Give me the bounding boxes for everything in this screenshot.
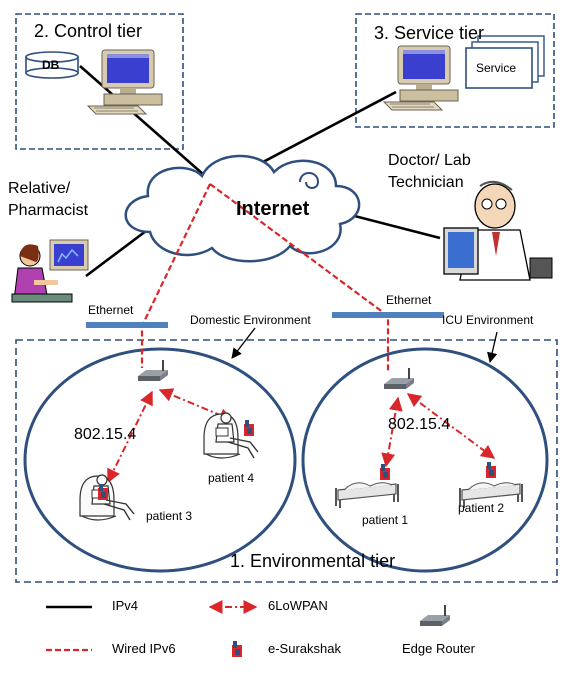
ethernet-label-right: Ethernet [386, 293, 432, 307]
patient-label-3: patient 3 [146, 509, 193, 523]
patient-label-1: patient 1 [362, 513, 409, 527]
legend-ipv4-label: IPv4 [112, 598, 139, 613]
domestic-environment-label: Domestic Environment [190, 313, 311, 327]
standard-label-icu: 802.15.4 [388, 416, 451, 433]
db-label: DB [42, 58, 60, 72]
legend-6lowpan-label: 6LoWPAN [268, 598, 328, 613]
legend-e-surakshak-label: e-Surakshak [268, 641, 341, 656]
doctor-label-line2: Technician [388, 174, 464, 191]
relative-label-line1: Relative/ [8, 180, 71, 197]
relative-label-line2: Pharmacist [8, 202, 89, 219]
service-tier-title: 3. Service tier [374, 23, 485, 43]
doctor-figure [443, 180, 553, 281]
legend-wired-ipv6-label: Wired IPv6 [112, 641, 176, 656]
service-label: Service [476, 61, 517, 75]
doctor-label-line1: Doctor/ Lab [388, 152, 471, 169]
environmental-tier-title: 1. Environmental tier [230, 551, 396, 571]
db-icon [25, 51, 79, 79]
standard-label-domestic: 802.15.4 [74, 426, 137, 443]
ethernet-label-left: Ethernet [88, 303, 134, 317]
control-tier-title: 2. Control tier [34, 21, 143, 41]
icu-environment-label: ICU Environment [442, 313, 534, 327]
pharmacist-figure [11, 239, 89, 303]
legend-edge-router-label: Edge Router [402, 641, 475, 656]
patient-label-2: patient 2 [458, 501, 505, 515]
patient-label-4: patient 4 [208, 471, 255, 485]
internet-label: Internet [236, 198, 310, 220]
